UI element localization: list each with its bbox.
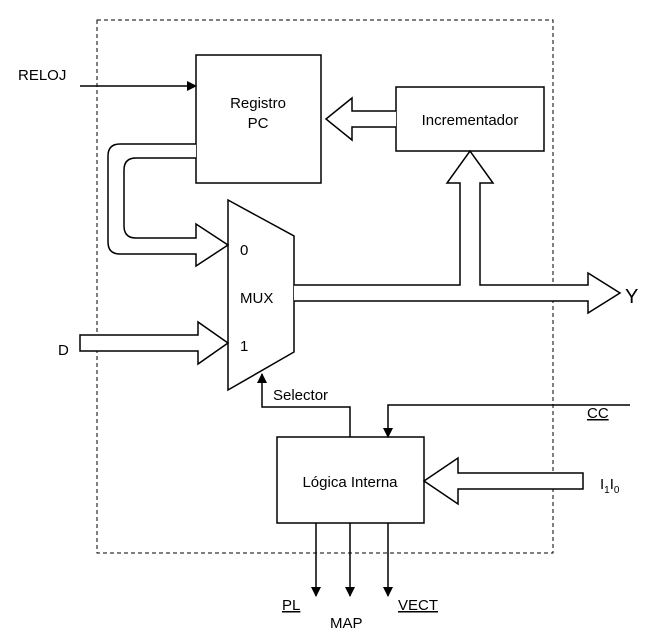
logica-interna-block (276, 436, 425, 524)
registro-pc-label-line1: Registro (230, 95, 286, 112)
i1-base: I (600, 476, 604, 493)
map-label: MAP (330, 615, 363, 632)
i1-subscript: 1 (604, 485, 610, 496)
y-label: Y (625, 286, 638, 308)
registro-pc-block (195, 54, 322, 184)
bus-arrow-pc-to-mux-input0 (107, 143, 230, 268)
reloj-label: RELOJ (18, 67, 66, 84)
selector-label: Selector (273, 387, 328, 404)
i1i0-label: I1I0 (600, 476, 620, 496)
vect-label: VECT (398, 597, 438, 614)
selector-line (257, 373, 351, 437)
incrementador-label: Incrementador (422, 112, 519, 129)
d-label: D (58, 342, 69, 359)
mux-label: MUX (240, 290, 273, 307)
mux-block (227, 198, 295, 392)
logica-interna-label: Lógica Interna (302, 474, 398, 491)
cc-line (383, 404, 630, 438)
mux-input0-label: 0 (240, 242, 248, 259)
registro-pc-label-line2: PC (248, 115, 269, 132)
bus-arrow-i1i0-to-logica (422, 456, 584, 506)
pl-label: PL (282, 597, 300, 614)
i0-base: I (610, 476, 614, 493)
i0-subscript: 0 (614, 485, 620, 496)
bus-arrow-d-to-mux-input1 (79, 320, 230, 366)
bus-arrow-mux-to-y (294, 149, 622, 315)
cc-label: CC (587, 405, 609, 422)
bus-arrow-incrementador-to-pc (324, 96, 396, 142)
incrementador-block (395, 86, 545, 152)
mux-input1-label: 1 (240, 338, 248, 355)
